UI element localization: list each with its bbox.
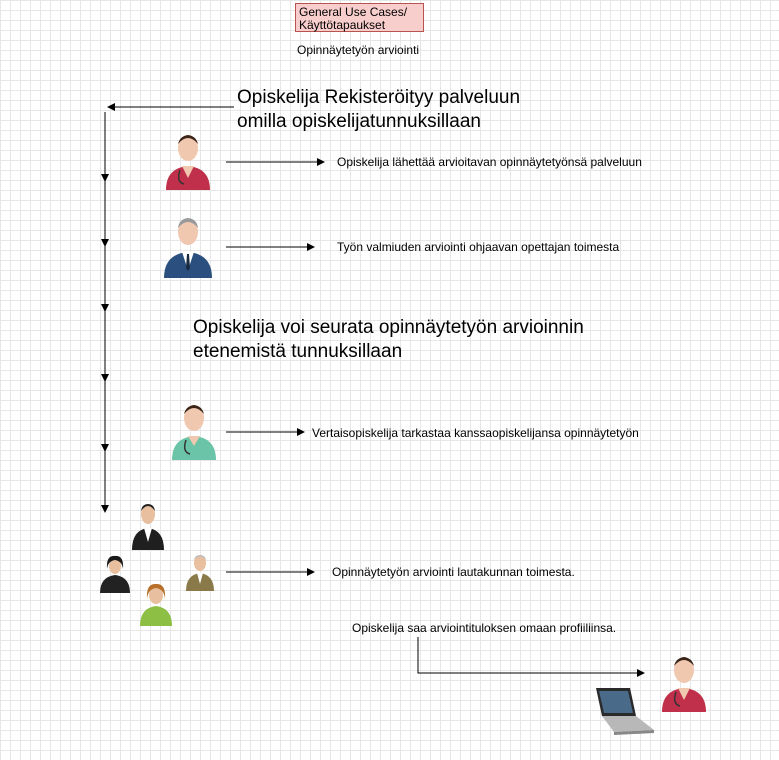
student-doctor-icon (166, 135, 210, 190)
committee-member-woman-green-icon (140, 583, 172, 626)
teacher-businessman-icon (164, 218, 212, 278)
step-label-teacher: Työn valmiuden arviointi ohjaavan opetta… (337, 240, 620, 254)
heading-follow: Opiskelija voi seurata opinnäytetyön arv… (193, 317, 584, 362)
arrow-result (417, 637, 645, 677)
student-result-icon (662, 657, 706, 712)
committee-group-icon (98, 500, 216, 628)
result-label: Opiskelija saa arviointituloksen omaan p… (352, 621, 617, 635)
laptop-icon (596, 688, 654, 735)
title-box[interactable]: General Use Cases/ Käyttötapaukset (295, 3, 424, 32)
committee-member-elder-icon (186, 555, 214, 591)
step-label-submit: Opiskelija lähettää arvioitavan opinnäyt… (337, 155, 642, 169)
step-label-peer: Vertaisopiskelija tarkastaa kanssaopiske… (312, 426, 639, 440)
committee-member-woman-icon (100, 555, 130, 593)
peer-student-icon (172, 405, 216, 460)
committee-member-man-icon (132, 504, 164, 550)
heading-register: Opiskelija Rekisteröityy palveluun omill… (237, 87, 521, 132)
step-label-committee: Opinnäytetyön arviointi lautakunnan toim… (332, 565, 575, 579)
diagram-subtitle: Opinnäytetyön arviointi (297, 43, 420, 57)
